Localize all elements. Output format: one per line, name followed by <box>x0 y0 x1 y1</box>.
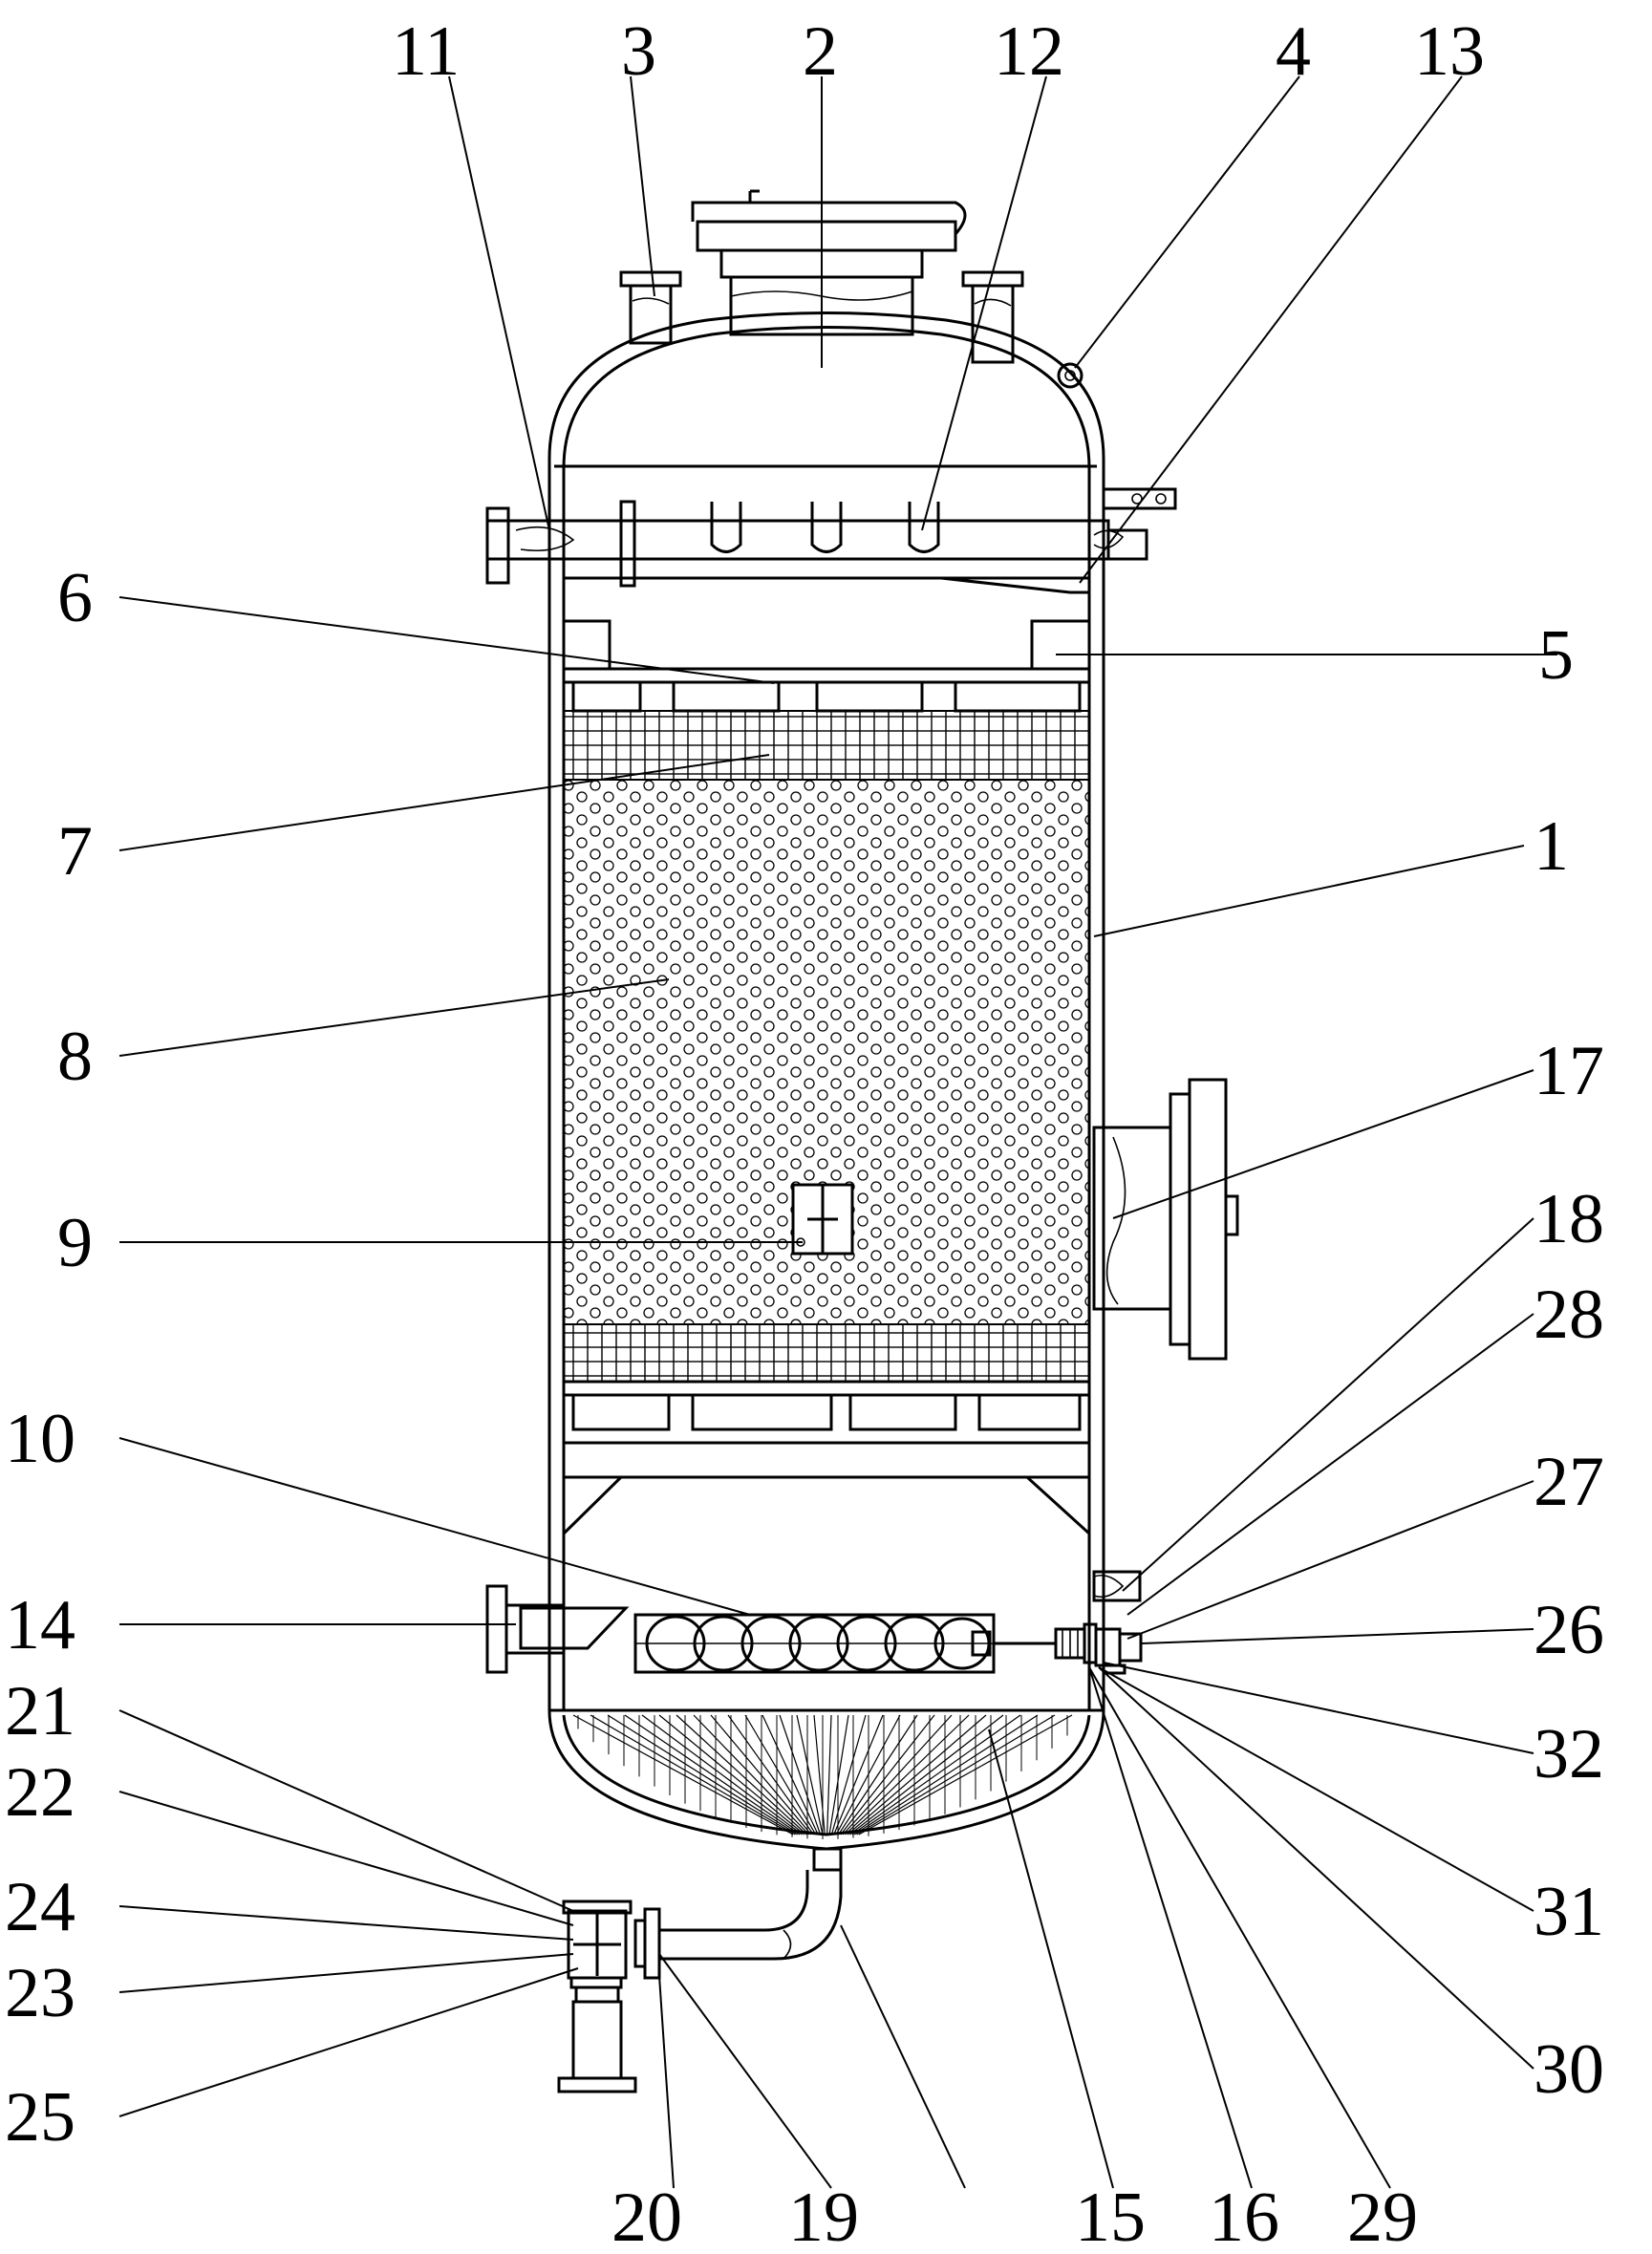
leader-lines <box>118 75 1557 2189</box>
lower-support-plate <box>562 1380 1091 1537</box>
drain-valve <box>557 1900 637 2093</box>
strainer-line <box>727 1714 814 1835</box>
strainer-line <box>828 1714 849 1835</box>
strainer-line <box>744 1714 817 1835</box>
label-21: 21 <box>5 1672 75 1750</box>
support-plate <box>562 619 1091 713</box>
strainer-line <box>842 1714 953 1835</box>
strainer-line <box>676 1714 807 1835</box>
label-23: 23 <box>5 1954 75 2032</box>
label-8: 8 <box>57 1018 93 1096</box>
label-30: 30 <box>1534 2030 1604 2109</box>
label-29: 29 <box>1347 2179 1418 2254</box>
strainer-line <box>693 1714 810 1835</box>
strainer-line <box>813 1714 826 1835</box>
label-4: 4 <box>1276 12 1311 91</box>
label-5: 5 <box>1538 616 1574 695</box>
strainer-line <box>830 1714 867 1835</box>
strainer-line <box>762 1714 819 1835</box>
label-22: 22 <box>5 1753 75 1832</box>
label-25: 25 <box>5 2078 75 2157</box>
strainer-line <box>853 1714 1039 1835</box>
label-1: 1 <box>1534 807 1569 886</box>
bottom-side-nozzle <box>1092 1570 1142 1602</box>
strainer-line <box>641 1714 803 1835</box>
label-20: 20 <box>611 2179 682 2254</box>
label-3: 3 <box>621 12 656 91</box>
strainer-line <box>856 1714 1056 1835</box>
strainer-line <box>590 1714 796 1835</box>
label-28: 28 <box>1534 1276 1604 1354</box>
strainer-line <box>840 1714 935 1835</box>
label-12: 12 <box>994 12 1064 91</box>
strainer-line <box>845 1714 970 1835</box>
top-nozzle-left <box>619 270 682 345</box>
inlet-pipe <box>485 1584 630 1674</box>
outlet-pipe <box>633 1847 843 1980</box>
label-14: 14 <box>5 1586 75 1664</box>
label-24: 24 <box>5 1868 75 1946</box>
label-9: 9 <box>57 1204 93 1282</box>
label-31: 31 <box>1534 1873 1604 1951</box>
bottom-strainer <box>572 1714 1073 1839</box>
strainer-line <box>572 1714 794 1835</box>
label-26: 26 <box>1534 1591 1604 1669</box>
label-10: 10 <box>5 1400 75 1478</box>
strainer-line <box>658 1714 805 1835</box>
label-32: 32 <box>1534 1715 1604 1793</box>
label-17: 17 <box>1534 1032 1604 1110</box>
upper-grid-layer <box>563 710 1090 781</box>
label-6: 6 <box>57 559 93 637</box>
label-15: 15 <box>1075 2179 1146 2254</box>
label-11: 11 <box>392 12 460 91</box>
label-16: 16 <box>1209 2179 1279 2254</box>
label-2: 2 <box>803 12 838 91</box>
side-manhole <box>1092 1078 1239 1361</box>
strainer-line <box>796 1714 824 1835</box>
pressure-gauge <box>1057 362 1083 389</box>
label-27: 27 <box>1534 1443 1604 1521</box>
part-labels: 11 3 2 12 4 13 6 5 7 1 8 17 9 18 28 10 2… <box>5 12 1604 2254</box>
label-13: 13 <box>1414 12 1485 91</box>
strainer-line <box>833 1714 884 1835</box>
label-7: 7 <box>57 812 93 891</box>
lower-grid-layer <box>563 1323 1090 1383</box>
strainer-line <box>779 1714 822 1835</box>
spiral-tube <box>633 1613 1143 1675</box>
strainer-line <box>851 1714 1021 1835</box>
sensor-bracket <box>791 1183 854 1256</box>
strainer-line <box>838 1714 918 1835</box>
upper-distributor <box>485 464 1177 594</box>
strainer-line <box>826 1714 832 1835</box>
strainer-line <box>847 1714 987 1835</box>
label-19: 19 <box>788 2179 859 2254</box>
label-18: 18 <box>1534 1180 1604 1258</box>
strainer-line <box>849 1714 1004 1835</box>
